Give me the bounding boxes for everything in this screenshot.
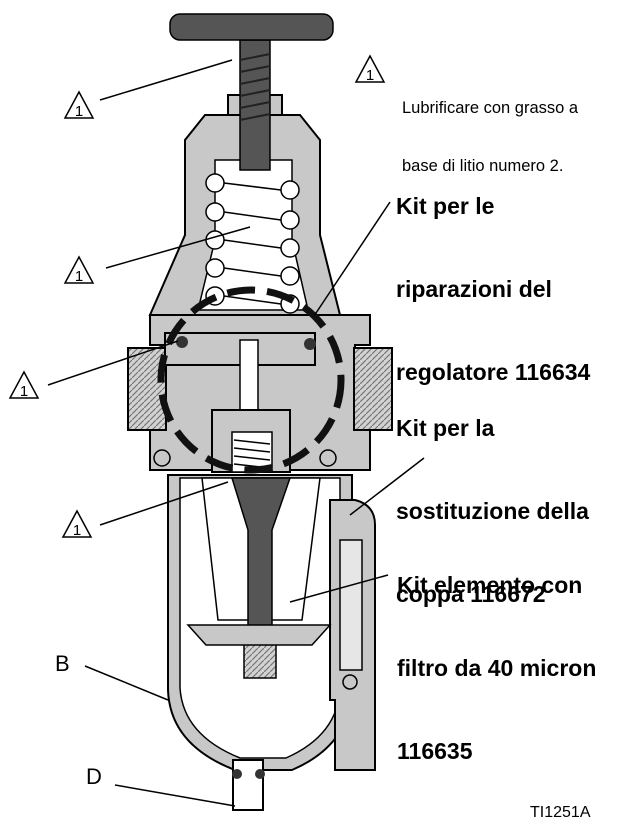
filter-kit-label: Kit elemento con filtro da 40 micron 116… xyxy=(397,517,596,793)
diaphragm-oring-right xyxy=(304,338,316,350)
baffle xyxy=(186,624,332,646)
sight-gauge-window xyxy=(339,539,363,671)
leader-filter-kit xyxy=(289,574,389,603)
leader-d xyxy=(114,784,236,807)
lube-note: Lubrificare con grasso a base di litio n… xyxy=(402,60,578,196)
regulator-kit-line1: Kit per le xyxy=(396,193,495,220)
t-handle-knob xyxy=(169,13,334,41)
regulator-kit-line3: regolatore 116634 xyxy=(396,358,591,385)
diaphragm-oring-left xyxy=(176,336,188,348)
port-nut-right xyxy=(319,449,337,467)
svg-text:1: 1 xyxy=(366,67,374,84)
leader-regulator-kit xyxy=(313,201,391,317)
bowl-kit-label: Kit per la sostituzione della coppa 1166… xyxy=(396,360,589,636)
svg-text:1: 1 xyxy=(20,383,28,400)
svg-text:1: 1 xyxy=(73,522,81,539)
regulator-kit-label: Kit per le riparazioni del regolatore 11… xyxy=(396,138,590,414)
leader-bowl-kit xyxy=(349,457,425,516)
screw-thread xyxy=(239,53,271,121)
port-nut-left xyxy=(153,449,171,467)
valve-spring xyxy=(233,439,271,469)
drain-oring-left xyxy=(232,769,242,779)
regulator-spring xyxy=(205,173,300,314)
filter-kit-line2: filtro da 40 micron xyxy=(397,654,597,681)
lube-marker-spring: 1 xyxy=(63,255,95,285)
leader-lines xyxy=(47,59,425,807)
figure-code: TI1251A xyxy=(530,804,591,821)
leader-lube-top xyxy=(99,59,233,101)
label-d: D xyxy=(86,764,102,789)
drain-oring-right xyxy=(255,769,265,779)
filter-kit-line1: Kit elemento con xyxy=(397,572,583,599)
leader-lube-diaphragm xyxy=(47,340,179,386)
lube-marker-diaphragm: 1 xyxy=(8,370,40,400)
bowl-kit-line2: sostituzione della xyxy=(396,497,589,524)
label-b: B xyxy=(55,651,70,676)
note-marker: 1 xyxy=(354,54,386,84)
drain-valve xyxy=(232,759,264,811)
lube-marker-top: 1 xyxy=(63,90,95,120)
kit-highlight-circle xyxy=(157,286,345,474)
leader-lube-valve xyxy=(99,481,229,526)
lube-note-line1: Lubrificare con grasso a xyxy=(402,98,579,117)
bowl-kit-line3: coppa 116672 xyxy=(396,580,546,607)
lube-note-line2: base di litio numero 2. xyxy=(402,157,564,176)
filter-kit-line3: 116635 xyxy=(397,737,473,764)
lube-marker-valve: 1 xyxy=(61,509,93,539)
svg-text:1: 1 xyxy=(75,268,83,285)
bowl-kit-line1: Kit per la xyxy=(396,415,495,442)
leader-lube-spring xyxy=(105,226,251,269)
sight-gauge-ball xyxy=(342,674,358,690)
regulator-kit-line2: riparazioni del xyxy=(396,275,552,302)
outlet-port-right xyxy=(353,347,393,431)
leader-b xyxy=(84,665,169,701)
svg-text:1: 1 xyxy=(75,103,83,120)
